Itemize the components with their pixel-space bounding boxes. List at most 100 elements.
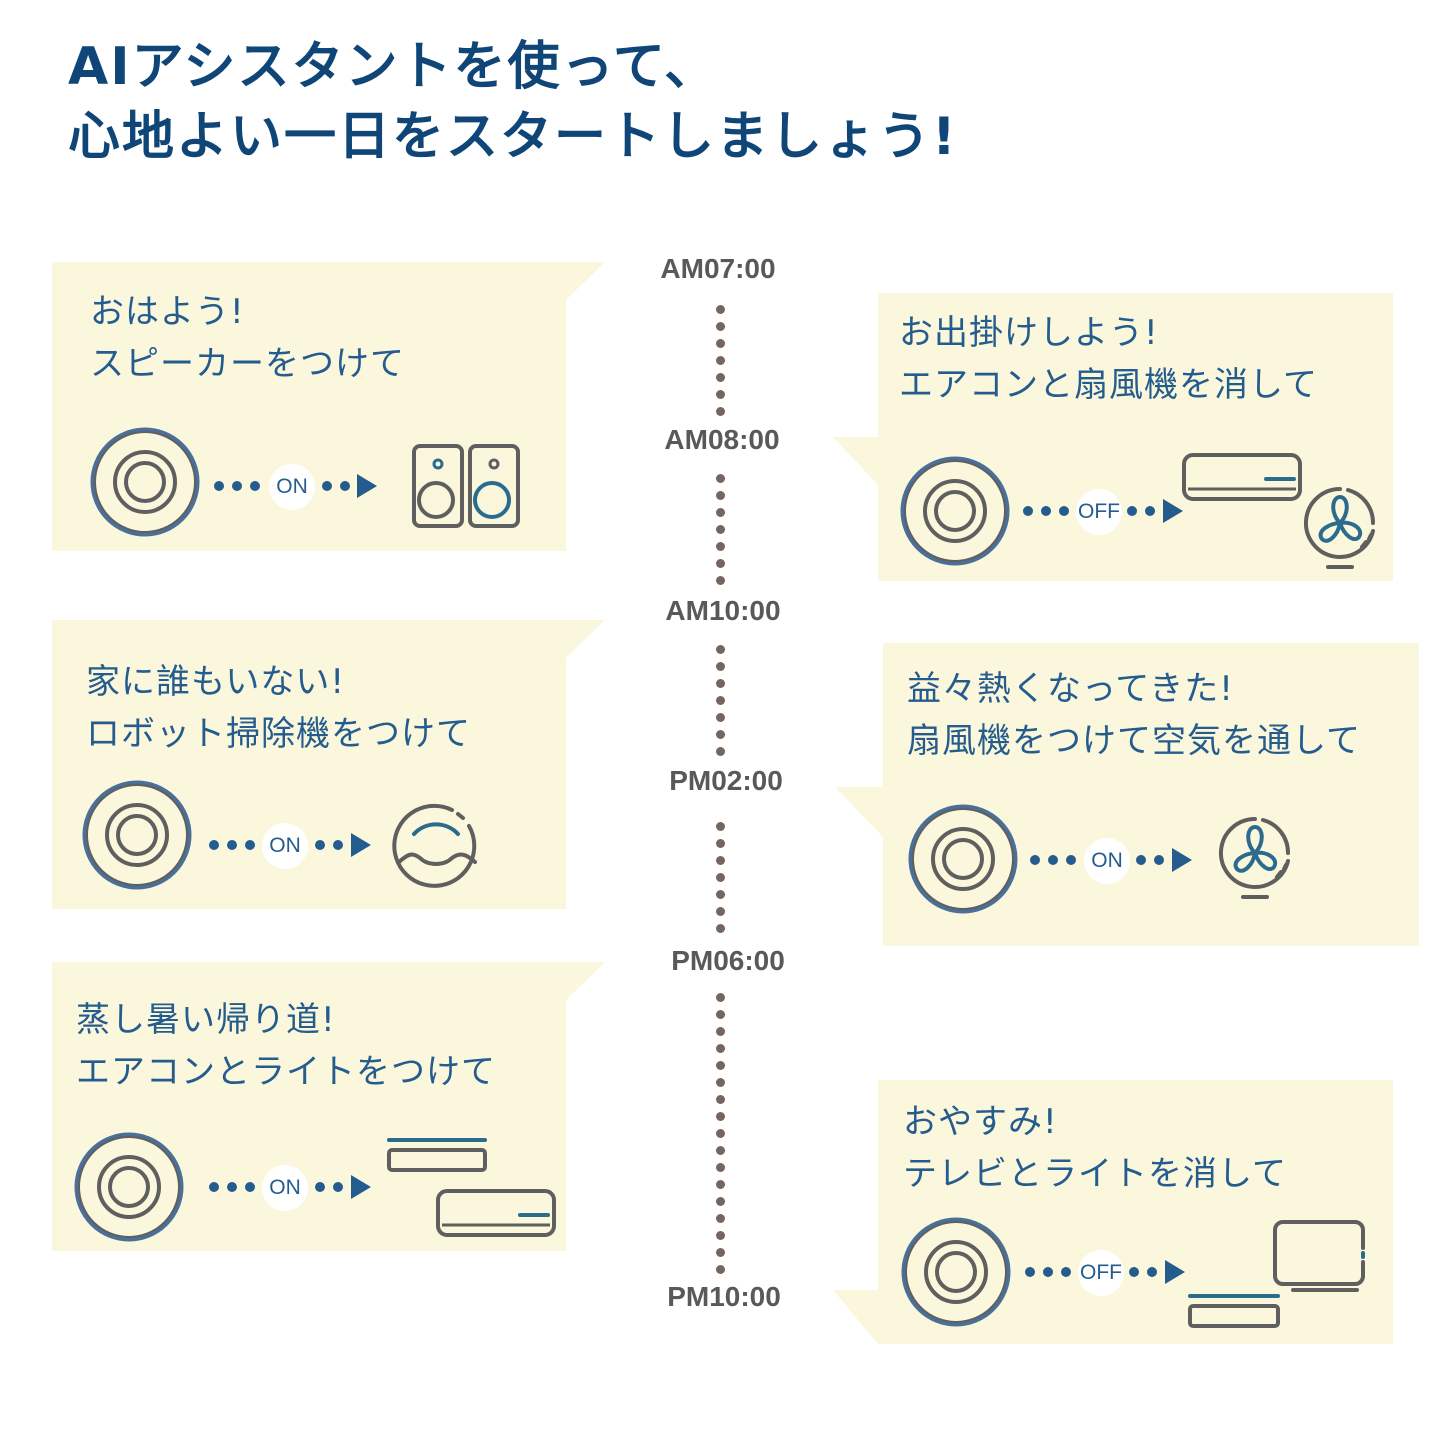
time-label-am0800: AM08:00 — [664, 424, 780, 455]
flow-dot — [227, 840, 237, 850]
flow-dot — [214, 481, 224, 491]
timeline-dot — [715, 1061, 725, 1070]
time-label-pm0200: PM02:00 — [669, 765, 783, 796]
speakers-icon — [412, 444, 520, 528]
timeline-dots — [715, 822, 725, 941]
flow-dot — [1059, 506, 1069, 516]
timeline-dot — [715, 856, 725, 865]
timeline-dot — [715, 559, 725, 568]
time-label-pm0600: PM06:00 — [671, 945, 785, 976]
flow-dot — [232, 481, 242, 491]
arrow-right-icon — [1165, 1260, 1185, 1284]
time-label-pm1000: PM10:00 — [667, 1281, 781, 1312]
air-conditioner-icon — [1182, 453, 1302, 501]
scene-message: お出掛けしよう! エアコンと扇風機を消して — [899, 307, 1318, 411]
scene-message: 益々熱くなってきた! 扇風機をつけて空気を通して — [907, 663, 1361, 767]
timeline-dot — [715, 407, 725, 416]
ceiling-light-icon — [387, 1138, 487, 1172]
timeline-dot — [715, 1112, 725, 1121]
arrow-right-icon — [357, 474, 377, 498]
scene-card-coming-home: 蒸し暑い帰り道! エアコンとライトをつけて ON — [52, 962, 606, 1252]
timeline-dot — [715, 508, 725, 517]
timeline-dots — [715, 645, 725, 764]
timeline-dot — [715, 322, 725, 331]
time-label-am1000: AM10:00 — [665, 595, 781, 626]
title-line-1: AIアシスタントを使って、 — [68, 37, 719, 97]
flow-dot — [1154, 855, 1164, 865]
timeline-dot — [715, 474, 725, 483]
timeline-dot — [715, 1129, 725, 1138]
flow-dot — [1048, 855, 1058, 865]
timeline-dot — [715, 542, 725, 551]
page-title: AIアシスタントを使って、 心地よい一日をスタートしましょう! — [68, 32, 958, 172]
message-line-1: 益々熱くなってきた! — [907, 669, 1234, 709]
flow-dot — [315, 1182, 325, 1192]
timeline-dot — [715, 713, 725, 722]
timeline-dot — [715, 1010, 725, 1019]
flow-dot — [1041, 506, 1051, 516]
action-flow: ON — [207, 1165, 377, 1211]
scene-message: おはよう! スピーカーをつけて — [90, 286, 405, 390]
action-badge: ON — [1084, 838, 1130, 884]
flow-dot — [209, 1182, 219, 1192]
scene-card-going-out: お出掛けしよう! エアコンと扇風機を消して OFF — [833, 293, 1393, 582]
timeline-dot — [715, 1248, 725, 1257]
timeline-dot — [715, 356, 725, 365]
flow-dot — [1147, 1267, 1157, 1277]
timeline-dots — [715, 305, 725, 424]
action-flow: ON — [212, 464, 382, 510]
flow-dot — [333, 1182, 343, 1192]
timeline-dot — [715, 747, 725, 756]
timeline-dot — [715, 696, 725, 705]
time-label-am0700: AM07:00 — [660, 253, 776, 284]
message-line-1: 蒸し暑い帰り道! — [76, 1000, 336, 1040]
action-flow: ON — [207, 823, 377, 869]
arrow-right-icon — [351, 1175, 371, 1199]
flow-dot — [1136, 855, 1146, 865]
fan-icon — [1303, 486, 1376, 569]
message-line-2: スピーカーをつけて — [90, 344, 405, 384]
timeline-dot — [715, 1027, 725, 1036]
message-line-1: 家に誰もいない! — [86, 662, 345, 702]
smart-speaker-hub-icon — [908, 804, 1018, 914]
action-flow: OFF — [1021, 489, 1191, 535]
speech-bubble — [52, 962, 605, 1251]
timeline-dot — [715, 525, 725, 534]
scene-card-nobody-home: 家に誰もいない! ロボット掃除機をつけて ON — [52, 620, 606, 910]
flow-dot — [1030, 855, 1040, 865]
scene-message: おやすみ! テレビとライトを消して — [903, 1096, 1287, 1200]
message-line-2: テレビとライトを消して — [903, 1154, 1287, 1194]
timeline-dot — [715, 1095, 725, 1104]
air-conditioner-icon — [436, 1189, 556, 1237]
message-line-1: おやすみ! — [903, 1102, 1058, 1142]
flow-dot — [333, 840, 343, 850]
flow-dot — [227, 1182, 237, 1192]
flow-dot — [315, 840, 325, 850]
flow-dot — [340, 481, 350, 491]
smart-speaker-hub-icon — [90, 427, 200, 537]
timeline-dot — [715, 1180, 725, 1189]
robot-vacuum-icon — [392, 803, 477, 888]
message-line-1: お出掛けしよう! — [899, 313, 1159, 353]
timeline-dot — [715, 1197, 725, 1206]
scene-card-getting-hot: 益々熱くなってきた! 扇風機をつけて空気を通して ON — [835, 643, 1419, 947]
title-line-2: 心地よい一日をスタートしましょう! — [68, 107, 958, 167]
smart-speaker-hub-icon — [901, 1217, 1011, 1327]
action-badge: OFF — [1076, 489, 1122, 535]
timeline-dot — [715, 390, 725, 399]
smart-speaker-hub-icon — [900, 456, 1010, 566]
timeline-dot — [715, 1231, 725, 1240]
scene-message: 蒸し暑い帰り道! エアコンとライトをつけて — [76, 994, 496, 1098]
timeline-dot — [715, 679, 725, 688]
scene-card-morning: おはよう! スピーカーをつけて ON — [52, 262, 606, 552]
flow-dot — [1023, 506, 1033, 516]
timeline-dot — [715, 890, 725, 899]
timeline-dot — [715, 1214, 725, 1223]
timeline-dot — [715, 839, 725, 848]
action-badge: ON — [269, 464, 315, 510]
ceiling-light-icon — [1188, 1294, 1280, 1328]
flow-dot — [1061, 1267, 1071, 1277]
timeline-dots — [715, 993, 725, 1282]
flow-dot — [1145, 506, 1155, 516]
timeline-dot — [715, 373, 725, 382]
